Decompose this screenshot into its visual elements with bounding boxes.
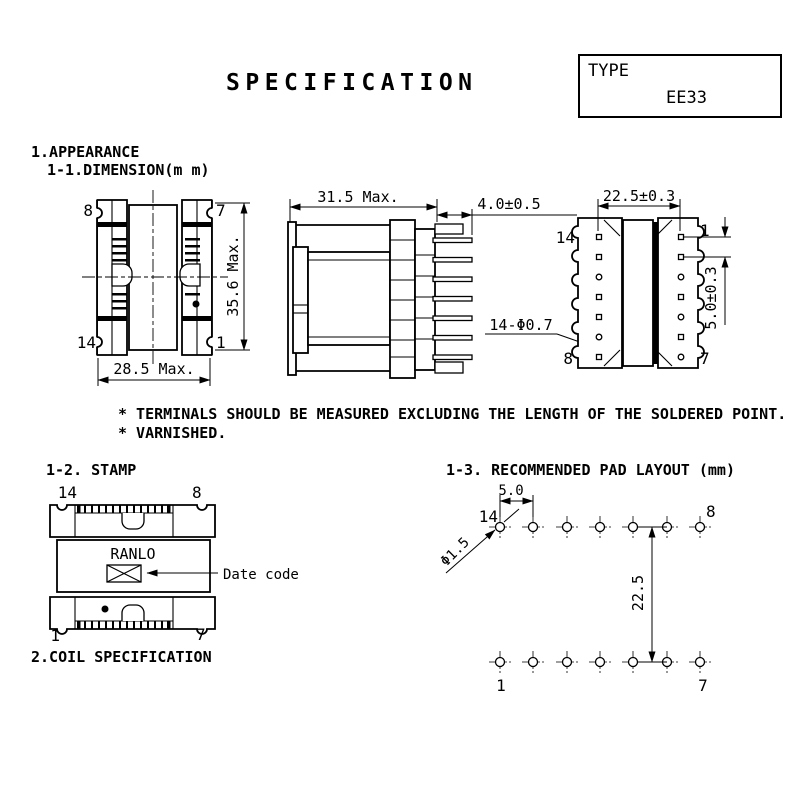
pin-label: 7: [196, 625, 206, 644]
pin-label: 14: [58, 483, 77, 502]
latch-tab: [179, 263, 201, 287]
stamp-body: RANLO: [56, 539, 211, 593]
latch-tab: [121, 604, 145, 621]
right-scalloped-rail: [657, 217, 705, 369]
svg-text:31.5 Max.: 31.5 Max.: [317, 188, 398, 206]
stamp-and-pad-drawing: 14 8 RANLO Date code: [49, 483, 716, 695]
winding-window: [307, 251, 391, 346]
core-window: [622, 219, 654, 367]
pin-label: 7: [216, 201, 226, 220]
pin-label: 8: [563, 349, 573, 368]
pin-label: 1: [700, 221, 710, 240]
pad-layout-view: 14 8 1 7 5.0 Φ1.5 22.5: [438, 483, 716, 695]
heading-pad-layout: 1-3. RECOMMENDED PAD LAYOUT (mm): [446, 461, 735, 479]
svg-text:28.5 Max.: 28.5 Max.: [113, 360, 194, 378]
svg-text:35.6 Max.: 35.6 Max.: [224, 235, 242, 316]
type-value: EE33: [666, 88, 707, 108]
body-width-dimension: 31.5 Max.: [289, 188, 438, 222]
hole-span-dimension: 22.5±0.3: [597, 187, 681, 231]
heading-appearance: 1.APPEARANCE: [31, 143, 140, 161]
type-label: TYPE: [588, 61, 629, 81]
pin-label: 8: [83, 201, 93, 220]
top-view-left-rail: [86, 197, 133, 358]
pin-label: 7: [700, 349, 710, 368]
svg-text:Date code: Date code: [223, 567, 299, 583]
stamp-bottom-rail: [49, 596, 216, 635]
latch-tab: [121, 513, 145, 530]
pin-label: 7: [698, 676, 708, 695]
pin-label: 14: [556, 228, 575, 247]
left-scalloped-rail: [571, 217, 623, 369]
heading-stamp: 1-2. STAMP: [46, 461, 137, 479]
height-dimension: 35.6 Max.: [215, 202, 250, 351]
type-box: TYPE EE33: [578, 54, 782, 118]
pad-row-top: [489, 516, 711, 538]
heading-dimension: 1-1.DIMENSION(m m): [47, 161, 210, 179]
pin-label: 1: [216, 333, 226, 352]
terminal-length-dimension: 4.0±0.5: [436, 195, 577, 235]
pin-label: 14: [479, 507, 498, 526]
svg-text:14-Φ0.7: 14-Φ0.7: [489, 316, 552, 334]
heading-coil: 2.COIL SPECIFICATION: [31, 648, 212, 666]
pin-label: 8: [706, 502, 716, 521]
svg-text:22.5: 22.5: [629, 575, 647, 611]
pin-label: 8: [192, 483, 202, 502]
pad-row-bottom: [489, 651, 711, 673]
svg-text:22.5±0.3: 22.5±0.3: [603, 187, 675, 205]
date-code-callout: Date code: [146, 567, 299, 583]
latch-tab: [111, 263, 133, 287]
bottom-view: 14 1 8 7 22.5±0.3 5.0±0.3: [556, 187, 731, 369]
pin-label: 1: [50, 626, 60, 645]
polarity-dot: [192, 300, 200, 308]
width-dimension: 28.5 Max.: [97, 358, 211, 386]
top-view-right-rail: [179, 197, 223, 358]
brand-stamp: RANLO: [110, 545, 155, 563]
row-pitch-dimension: 22.5: [629, 526, 667, 663]
svg-text:5.0: 5.0: [498, 483, 523, 499]
dimension-views-drawing: 8 7 14 1 28.5 Max. 35.6 Max.: [77, 187, 731, 386]
svg-text:5.0±0.3: 5.0±0.3: [702, 266, 720, 329]
side-view: 31.5 Max. 4.0±0.5 14-Φ0.7: [287, 188, 615, 379]
terminal-holes: [595, 233, 685, 361]
stamp-view: 14 8 RANLO Date code: [49, 483, 299, 645]
note-terminals: * TERMINALS SHOULD BE MEASURED EXCLUDING…: [118, 405, 787, 423]
hole-pitch-dimension: 5.0±0.3: [684, 217, 731, 330]
pad-pitch-dimension: 5.0: [498, 483, 534, 517]
svg-text:4.0±0.5: 4.0±0.5: [477, 195, 540, 213]
terminal-pins: [432, 237, 473, 361]
pin-header: [389, 219, 464, 379]
pin-label: 1: [496, 676, 506, 695]
top-view: 8 7 14 1 28.5 Max. 35.6 Max.: [77, 190, 250, 386]
pin-label: 14: [77, 333, 96, 352]
note-varnished: * VARNISHED.: [118, 424, 227, 442]
page-title: SPECIFICATION: [226, 70, 478, 96]
stamp-top-rail: [49, 504, 216, 538]
polarity-dot: [101, 605, 109, 613]
